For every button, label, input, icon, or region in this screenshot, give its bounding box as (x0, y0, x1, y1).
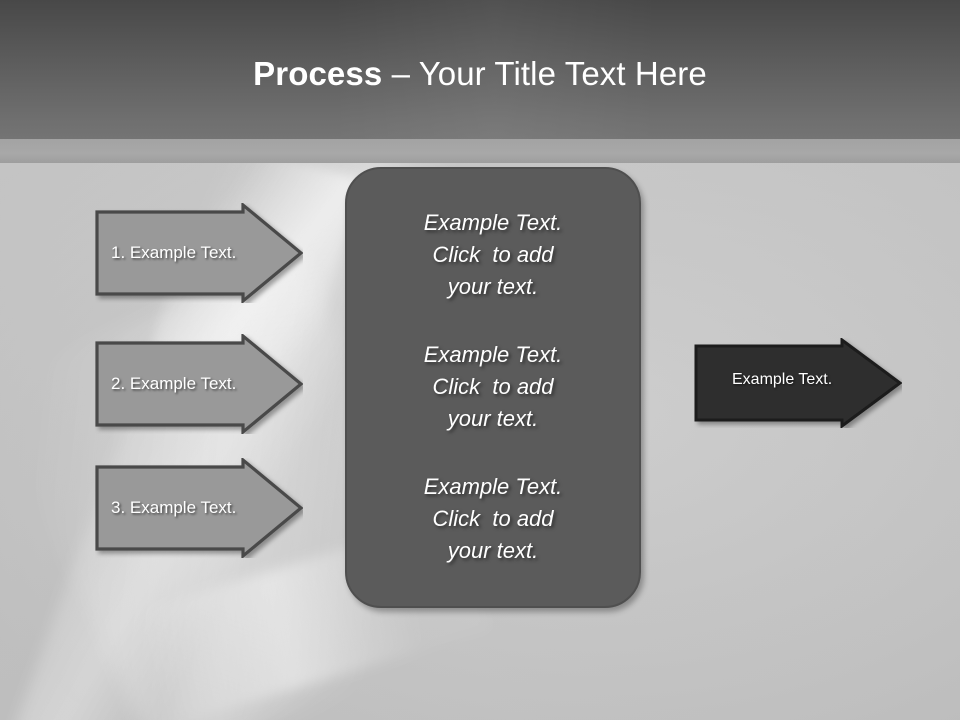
process-result-arrow-label: Example Text. (732, 371, 833, 388)
title-divider-bar (0, 139, 960, 163)
title-band (0, 0, 960, 139)
page-title: Process – Your Title Text Here (0, 53, 960, 95)
process-step-arrow-1-label: 1. Example Text. (111, 243, 237, 262)
process-step-arrow-2-label: 2. Example Text. (111, 374, 237, 393)
process-step-arrow-1[interactable]: 1. Example Text. (95, 203, 303, 303)
process-result-arrow[interactable]: Example Text. (694, 338, 902, 428)
title-band-highlight (330, 0, 660, 139)
process-step-arrow-3[interactable]: 3. Example Text. (95, 458, 303, 558)
right-arrow-icon (694, 338, 902, 428)
process-detail-text-3: Example Text. Click to add your text. (423, 474, 563, 563)
right-arrow-icon (95, 458, 303, 558)
process-step-arrow-2[interactable]: 2. Example Text. (95, 334, 303, 434)
right-arrow-icon (95, 334, 303, 434)
process-detail-box[interactable]: Example Text. Click to add your text. Ex… (345, 167, 641, 608)
process-detail-text-2: Example Text. Click to add your text. (423, 342, 563, 431)
page-title-bold: Process (253, 55, 392, 92)
process-detail-text-1: Example Text. Click to add your text. (423, 210, 563, 299)
right-arrow-icon (95, 203, 303, 303)
process-step-arrow-3-label: 3. Example Text. (111, 498, 237, 517)
page-title-rest: – Your Title Text Here (391, 55, 707, 92)
